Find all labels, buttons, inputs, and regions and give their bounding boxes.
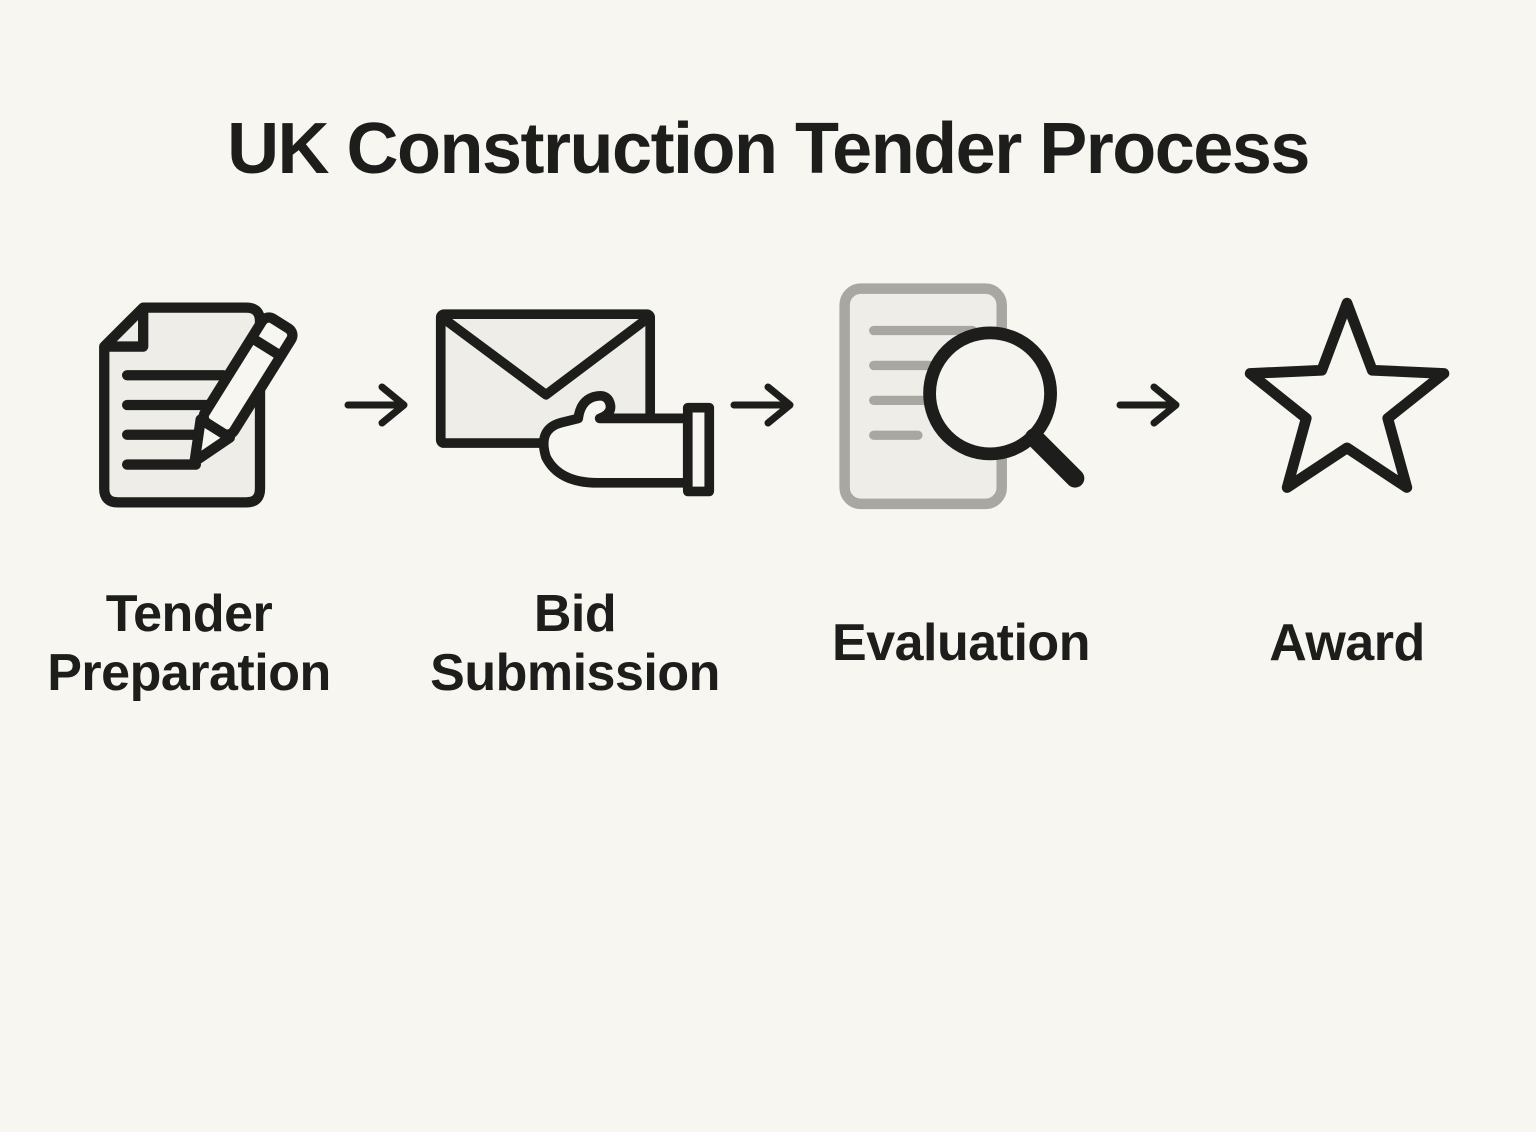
document-pen-icon bbox=[63, 260, 315, 550]
flow-arrow-icon bbox=[339, 260, 425, 550]
step-evaluation: Evaluation bbox=[811, 260, 1111, 724]
step-award: Award bbox=[1197, 260, 1497, 724]
step-tender-preparation: Tender Preparation bbox=[39, 260, 339, 724]
diagram-title: UK Construction Tender Process bbox=[227, 109, 1310, 189]
star-icon bbox=[1229, 260, 1465, 550]
step-label-award: Award bbox=[1269, 614, 1425, 673]
document-magnifier-icon bbox=[827, 260, 1095, 550]
envelope-hand-icon bbox=[430, 260, 720, 550]
step-bid-submission: Bid Submission bbox=[425, 260, 725, 724]
process-flow: Tender Preparation Bid Submission bbox=[0, 260, 1536, 724]
step-label-tender-preparation: Tender Preparation bbox=[47, 584, 331, 702]
flow-arrow-icon bbox=[725, 260, 811, 550]
step-label-evaluation: Evaluation bbox=[832, 614, 1090, 673]
step-label-bid-submission: Bid Submission bbox=[430, 584, 720, 702]
flow-arrow-icon bbox=[1111, 260, 1197, 550]
